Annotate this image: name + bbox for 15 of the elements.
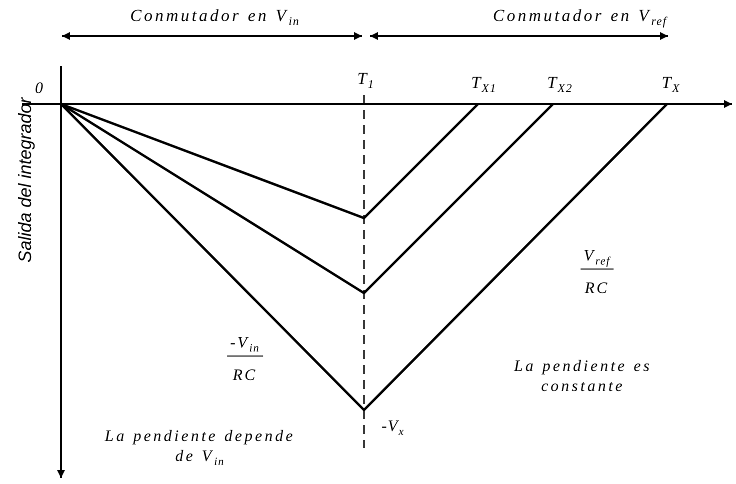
slope-numerator: -V$_{in}$ xyxy=(227,334,263,356)
time-label: T$_{X1}$ xyxy=(470,72,498,96)
slope-note: La pendiente depende de V$_{in}$ xyxy=(104,427,296,469)
voltage-label: -V$_{x}$ xyxy=(380,417,406,439)
time-label: T$_{X}$ xyxy=(660,72,682,96)
slope-denominator: RC xyxy=(584,279,610,299)
time-label: T$_{1}$ xyxy=(356,68,376,92)
axis-label: Salida del integrador xyxy=(14,96,36,265)
slope-note: La pendiente es constante xyxy=(512,357,653,397)
slope-denominator: RC xyxy=(232,366,258,386)
span-label: Conmutador en V$_{in}$ xyxy=(129,4,301,30)
time-label: T$_{X2}$ xyxy=(546,72,574,96)
span-label: Conmutador en V$_{ref}$ xyxy=(492,4,668,30)
origin-label: 0 xyxy=(35,79,44,99)
slope-numerator: V$_{ref}$ xyxy=(580,246,614,270)
